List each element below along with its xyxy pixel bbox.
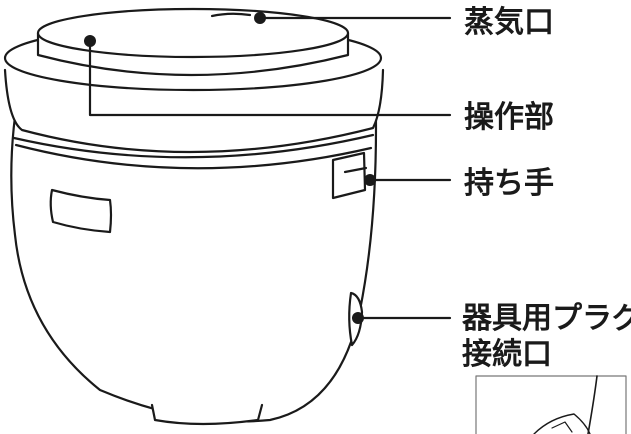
body-seam-line-lower: [14, 143, 373, 170]
callout-dot-steam-vent: [254, 12, 266, 24]
steam-vent-slot: [210, 12, 252, 18]
label-plug-port-line2: 接続口: [462, 337, 552, 372]
callout-dot-handle: [364, 174, 376, 186]
callout-dot-plug-port: [352, 312, 364, 324]
label-control-panel: 操作部: [464, 100, 554, 135]
callout-dot-control-panel: [84, 35, 96, 47]
body-seam-line-upper: [12, 133, 375, 159]
inset-detail-box: [475, 375, 627, 434]
shoulder-band: [3, 68, 385, 154]
label-steam-vent: 蒸気口: [464, 5, 554, 40]
lid-top-surface: [36, 7, 350, 59]
label-plug-port-line1: 器具用プラグ: [461, 301, 631, 336]
callout-line-control-panel: [88, 39, 452, 117]
handle-inner-line: [343, 166, 368, 174]
handle-recess: [331, 151, 367, 200]
label-handle: 持ち手: [464, 166, 554, 201]
cooker-foot: [150, 403, 264, 426]
body-window-left: [49, 188, 113, 234]
